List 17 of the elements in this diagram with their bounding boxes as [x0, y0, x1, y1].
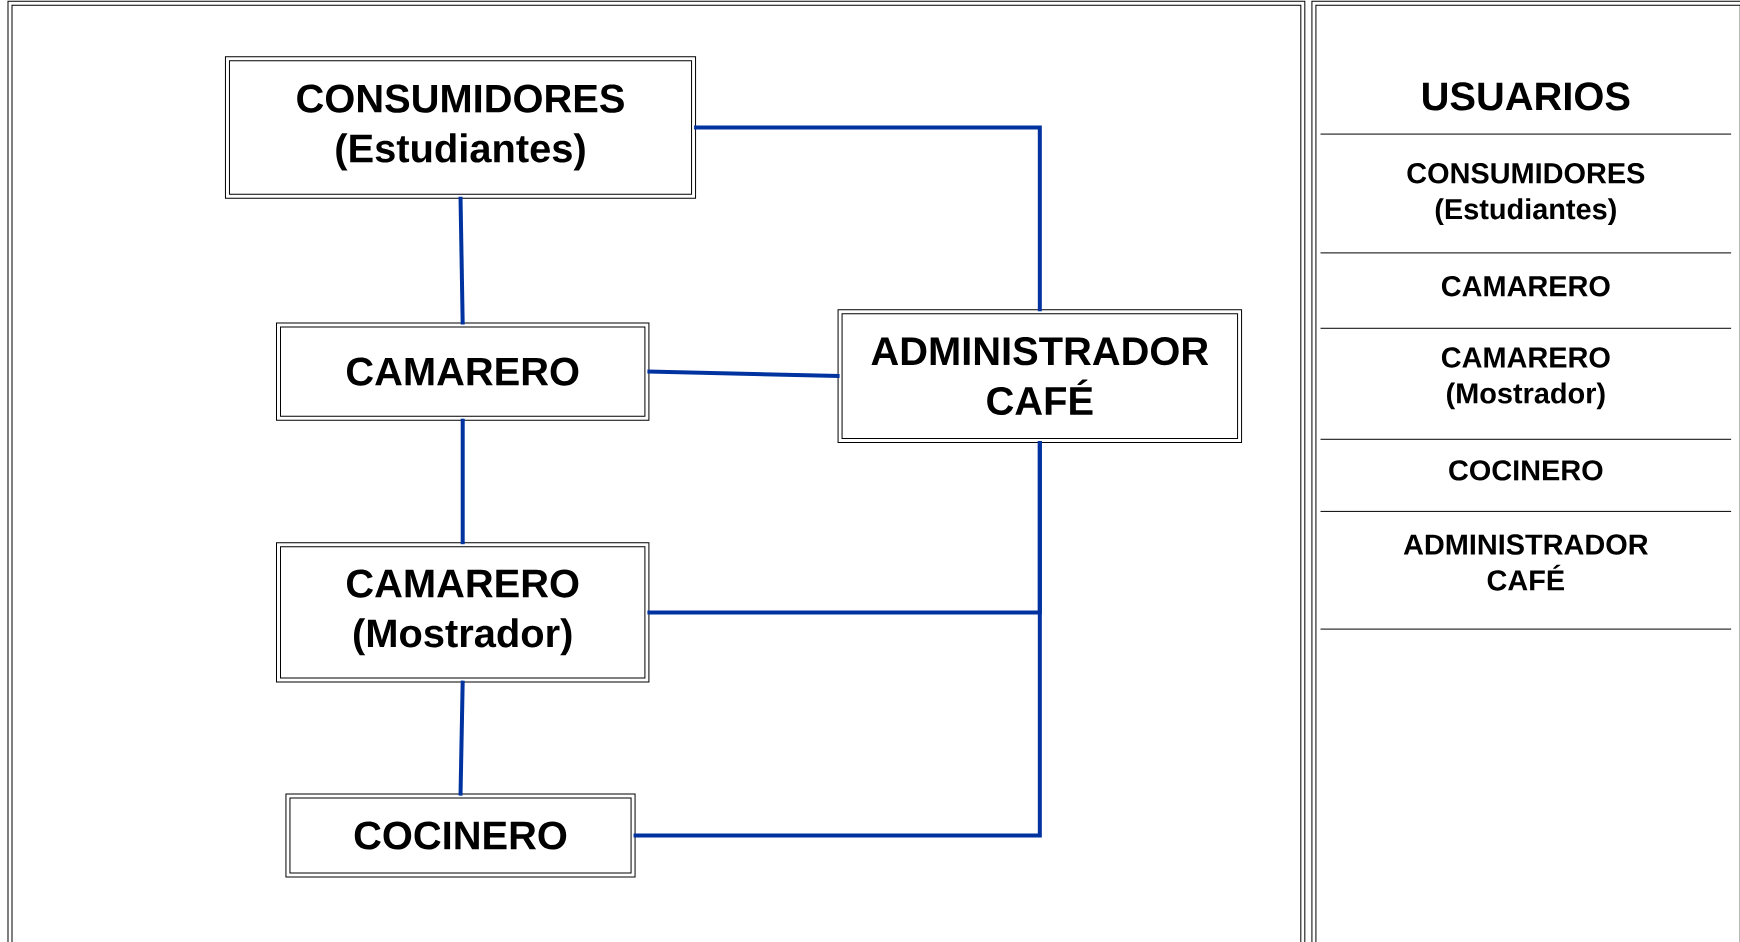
role-text: ADMINISTRADOR CAFÉ — [1403, 534, 1648, 591]
process-box: ADMINISTRADOR CAFÉ — [837, 309, 1243, 443]
process-box: CAMARERO — [276, 322, 650, 421]
role-text: CONSUMIDORES (Estudiantes) — [1407, 163, 1645, 226]
process-box: COCINERO — [285, 793, 636, 878]
connector-line — [647, 369, 840, 379]
process-box: CAMARERO (Mostrador) — [276, 542, 650, 683]
column-heading: USUARIOS — [1423, 82, 1630, 111]
connector-line — [694, 125, 1042, 312]
process-box: CONSUMIDORES (Estudiantes) — [224, 56, 697, 199]
role-text: COCINERO — [1449, 460, 1603, 481]
connector-line — [633, 440, 1042, 838]
connector-line — [458, 196, 465, 325]
connector-line — [460, 418, 465, 545]
connector-line — [458, 680, 465, 796]
role-text: CAMARERO (Mostrador) — [1441, 347, 1610, 410]
role-text: CAMARERO — [1441, 275, 1610, 297]
